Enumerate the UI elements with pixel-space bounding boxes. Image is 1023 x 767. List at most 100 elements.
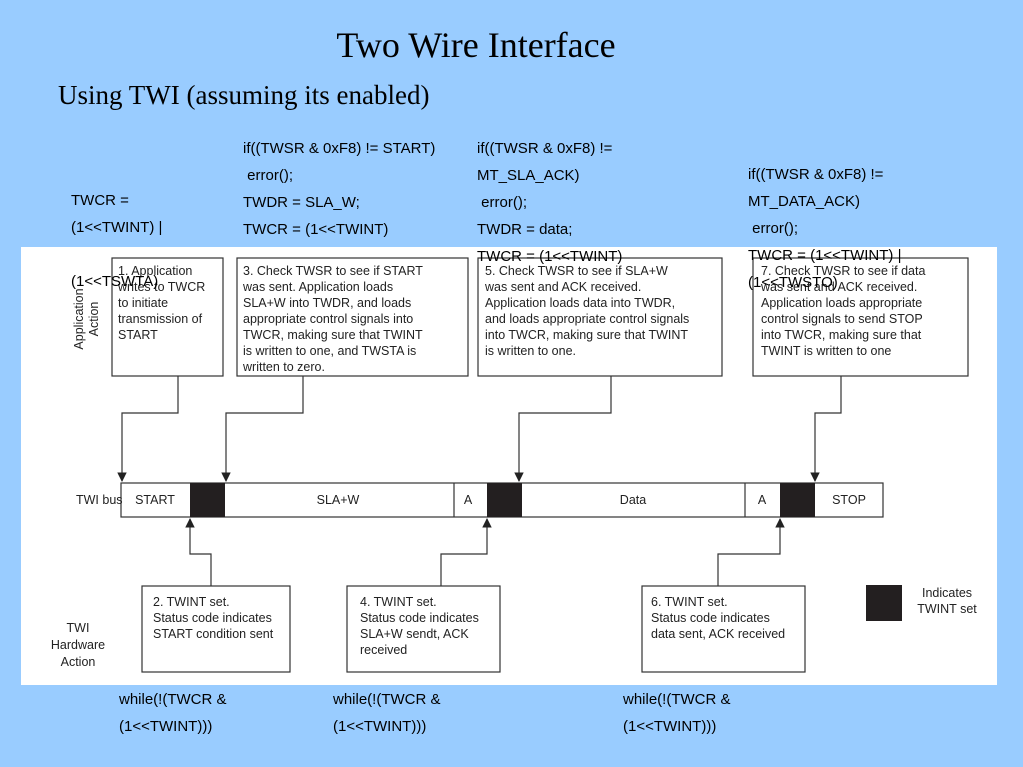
app-box-3-text: was sent. Application loads: [242, 280, 393, 294]
hw-box-4-text: Status code indicates: [360, 611, 479, 625]
hw-box-2: [141, 585, 291, 673]
app-box-3-text: SLA+W into TWDR, and loads: [243, 296, 411, 310]
code-sla-w-line: TWDR = SLA_W;: [243, 194, 360, 211]
slide-subtitle: Using TWI (assuming its enabled): [58, 80, 430, 110]
app-box-3-text: written to zero.: [242, 360, 325, 374]
slide-title: Two Wire Interface: [336, 25, 616, 65]
hw-box-6-text: data sent, ACK received: [651, 627, 785, 641]
code-sla-w-line: error();: [243, 167, 293, 184]
legend-label: Indicates: [922, 586, 972, 600]
code-twcr-start-line: (1<<TWINT) |: [71, 219, 163, 236]
app-box-7-text: Application loads appropriate: [761, 296, 922, 310]
hw-box-2-text: START condition sent: [153, 627, 274, 641]
code-twcr-start: TWCR = (1<<TWINT) | (1<<TSWTA): [71, 187, 162, 295]
hw-box-6: [641, 585, 806, 673]
code-data-line: if((TWSR & 0xF8) !=: [477, 140, 613, 157]
code-stop: if((TWSR & 0xF8) != MT_DATA_ACK) error();…: [748, 161, 901, 296]
app-box-3-text: TWCR, making sure that TWINT: [243, 328, 423, 342]
arrow-app1-to-bus: [117, 376, 179, 482]
code-twcr-start-line: [71, 241, 162, 268]
application-action-label: Action: [87, 302, 101, 337]
app-box-7-text: was sent and ACK received.: [760, 280, 917, 294]
app-box-7-text: into TWCR, making sure that: [761, 328, 922, 342]
code-sla-w: if((TWSR & 0xF8) != START) error(); TWDR …: [243, 135, 435, 243]
twint-marker-2: [487, 483, 522, 517]
while-block-3-line: (1<<TWINT))): [623, 718, 717, 735]
code-sla-w-line: TWCR = (1<<TWINT): [243, 221, 389, 238]
code-data-line: TWCR = (1<<TWINT): [477, 248, 623, 265]
bus-segment-label: STOP: [832, 493, 866, 507]
code-sla-w-line: if((TWSR & 0xF8) != START): [243, 140, 436, 157]
app-box-5-text: into TWCR, making sure that TWINT: [485, 328, 688, 342]
app-box-7-text: 7. Check TWSR to see if data: [761, 264, 925, 278]
app-box-1-text: transmission of: [118, 312, 203, 326]
application-action-label: Application: [72, 288, 86, 349]
code-stop-line: (1<<TWSTO): [748, 274, 838, 291]
hw-box-4-text: 4. TWINT set.: [360, 595, 437, 609]
hw-action-label: Hardware: [51, 638, 105, 652]
while-block-2: while(!(TWCR & (1<<TWINT))): [333, 686, 441, 740]
app-box-3-text: 3. Check TWSR to see if START: [243, 264, 423, 278]
arrow-hw2-to-bus: [185, 518, 212, 586]
arrow-app7-to-bus: [810, 376, 842, 482]
while-block-1: while(!(TWCR & (1<<TWINT))): [119, 686, 227, 740]
code-stop-line: if((TWSR & 0xF8) !=: [748, 166, 884, 183]
arrow-hw6-to-bus: [717, 518, 785, 586]
app-box-1-text: 1. Application: [118, 264, 192, 278]
hw-action-label: Action: [61, 655, 96, 669]
app-box-7-text: TWINT is written to one: [761, 344, 891, 358]
app-box-5-text: Application loads data into TWDR,: [485, 296, 675, 310]
app-box-1-text: to initiate: [118, 296, 168, 310]
bus-segment-label: START: [135, 493, 175, 507]
legend-label: TWINT set: [917, 602, 977, 616]
bus-segment-label: Data: [620, 493, 646, 507]
app-box-7-text: control signals to send STOP: [761, 312, 923, 326]
while-block-1-line: while(!(TWCR &: [119, 691, 227, 708]
bus-segment-label: SLA+W: [317, 493, 360, 507]
code-twcr-start-line: (1<<TSWTA): [71, 273, 159, 290]
app-box-5-text: 5. Check TWSR to see if SLA+W: [485, 264, 668, 278]
legend-swatch: [866, 585, 902, 621]
app-box-1-text: START: [118, 328, 158, 342]
bus-segment-label: A: [464, 493, 473, 507]
hw-box-6-text: 6. TWINT set.: [651, 595, 728, 609]
bus-segment-label: A: [758, 493, 767, 507]
hw-box-6-text: Status code indicates: [651, 611, 770, 625]
app-box-1-text: writes to TWCR: [117, 280, 205, 294]
code-twcr-start-line: TWCR =: [71, 192, 129, 209]
twint-marker-3: [780, 483, 815, 517]
app-box-5-text: is written to one.: [485, 344, 576, 358]
code-stop-line: TWCR = (1<<TWINT) |: [748, 247, 902, 264]
while-block-2-line: while(!(TWCR &: [333, 691, 441, 708]
hw-box-2-text: Status code indicates: [153, 611, 272, 625]
app-box-5-text: and loads appropriate control signals: [485, 312, 689, 326]
app-box-3-text: is written to one, and TWSTA is: [243, 344, 416, 358]
arrow-app3-to-bus: [221, 376, 304, 482]
arrow-app5-to-bus: [514, 376, 612, 482]
app-box-3: [236, 257, 469, 377]
app-box-3-text: appropriate control signals into: [243, 312, 413, 326]
code-data-line: error();: [477, 194, 527, 211]
while-block-2-line: (1<<TWINT))): [333, 718, 427, 735]
while-block-3-line: while(!(TWCR &: [623, 691, 731, 708]
hw-box-4-text: SLA+W sendt, ACK: [360, 627, 469, 641]
code-data: if((TWSR & 0xF8) != MT_SLA_ACK) error(); T…: [477, 135, 622, 270]
while-block-1-line: (1<<TWINT))): [119, 718, 213, 735]
hw-action-label: TWI: [67, 621, 90, 635]
code-stop-line: MT_DATA_ACK): [748, 193, 860, 210]
hw-box-2-text: 2. TWINT set.: [153, 595, 230, 609]
code-data-line: MT_SLA_ACK): [477, 167, 580, 184]
app-box-5: [477, 257, 723, 377]
app-box-5-text: was sent and ACK received.: [484, 280, 641, 294]
arrow-hw4-to-bus: [440, 518, 492, 586]
code-data-line: TWDR = data;: [477, 221, 573, 238]
while-block-3: while(!(TWCR & (1<<TWINT))): [623, 686, 731, 740]
twint-marker-1: [190, 483, 225, 517]
twi-bus-label: TWI bus: [76, 493, 123, 507]
code-stop-line: error();: [748, 220, 798, 237]
app-box-7: [752, 257, 969, 377]
app-box-1: [111, 257, 224, 377]
hw-box-4: [346, 585, 501, 673]
